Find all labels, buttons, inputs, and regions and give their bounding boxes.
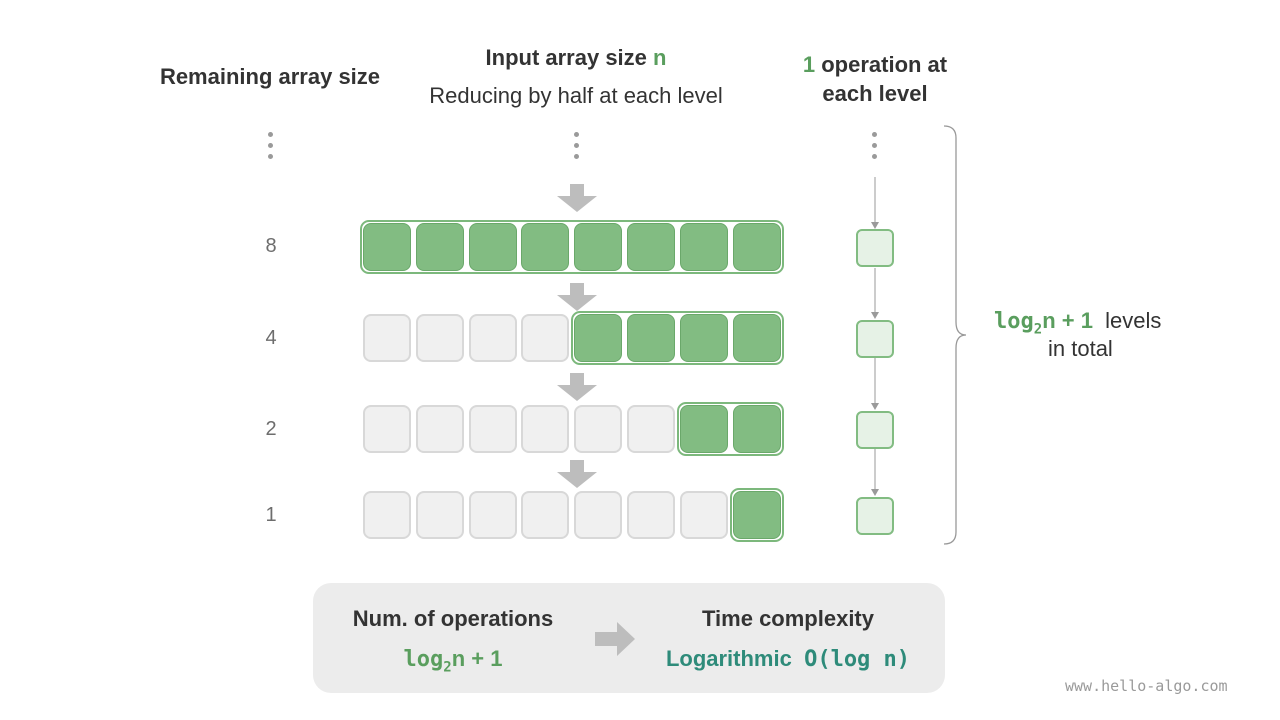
array-cell-discarded: [521, 314, 570, 362]
operations-label-line1: operation at: [815, 52, 948, 77]
array-cell-active: [732, 405, 781, 453]
ellipsis-right: [872, 132, 878, 165]
down-arrow-icon: [557, 460, 597, 488]
levels-expression: n + 1: [1042, 308, 1093, 333]
array-cell-active: [363, 223, 411, 271]
array-cell-discarded: [627, 491, 675, 539]
array-cell-active: [732, 491, 781, 539]
array-cell-active: [627, 223, 675, 271]
array-cell-discarded: [574, 491, 623, 539]
array-cell-active: [468, 223, 517, 271]
big-o-notation: O(log n): [804, 647, 911, 672]
levels-brace: [943, 125, 967, 545]
array-cell-active: [732, 314, 781, 362]
array-cell-active: [521, 223, 570, 271]
down-arrow-icon: [557, 283, 597, 311]
operations-count: 1: [802, 52, 816, 77]
right-arrow-icon: [595, 622, 635, 656]
input-size-header: Input array size n: [426, 45, 726, 71]
array-cell-discarded: [521, 491, 570, 539]
row-label-size: 4: [265, 327, 277, 349]
time-complexity-value: Logarithmic O(log n): [653, 646, 923, 672]
levels-total-line2: in total: [1048, 336, 1113, 361]
row-label-size: 1: [265, 504, 277, 526]
ellipsis-left: [268, 132, 274, 165]
array-cell-active: [732, 223, 781, 271]
down-arrow-icon: [557, 373, 597, 401]
ellipsis-middle: [574, 132, 580, 165]
down-arrow-icon: [557, 184, 597, 212]
array-cell-discarded: [468, 491, 517, 539]
num-operations-title: Num. of operations: [352, 606, 554, 631]
input-size-n: n: [653, 45, 667, 70]
operations-header: 1 operation at each level: [780, 50, 970, 108]
array-cell-active: [574, 223, 623, 271]
operations-connector: [871, 177, 879, 496]
array-cell-discarded: [627, 405, 675, 453]
num-operations-value: log2n + 1: [333, 646, 573, 675]
array-cell-active: [679, 405, 728, 453]
array-cell-discarded: [679, 491, 728, 539]
array-cell-discarded: [415, 314, 464, 362]
array-cell-active: [574, 314, 623, 362]
ops-expression: n + 1: [451, 646, 503, 671]
array-cell-discarded: [415, 491, 464, 539]
time-complexity-word: Logarithmic: [665, 646, 792, 671]
summary-panel: Num. of operations log2n + 1 Time comple…: [313, 583, 945, 693]
array-cell-discarded: [363, 491, 411, 539]
input-size-subheader: Reducing by half at each level: [429, 83, 723, 108]
array-cell-active: [679, 223, 728, 271]
array-cell-discarded: [363, 314, 411, 362]
array-cell-active: [415, 223, 464, 271]
ops-log-base: 2: [443, 659, 452, 676]
operation-box: [856, 229, 894, 267]
array-cell-active: [627, 314, 675, 362]
watermark: www.hello-algo.com: [1065, 677, 1228, 695]
array-cell-discarded: [363, 405, 411, 453]
time-complexity-title: Time complexity: [702, 606, 874, 631]
operations-label-line2: each level: [822, 81, 928, 106]
operation-box: [856, 411, 894, 449]
levels-total-label: log2n + 1 levels: [994, 306, 1194, 344]
array-cell-active: [679, 314, 728, 362]
array-cell-discarded: [521, 405, 570, 453]
array-cell-discarded: [468, 405, 517, 453]
operation-box: [856, 497, 894, 535]
levels-word: levels: [1105, 308, 1162, 333]
levels-log: log: [994, 309, 1034, 334]
operation-box: [856, 320, 894, 358]
row-label-size: 8: [265, 235, 277, 257]
ops-log: log: [403, 647, 444, 672]
row-label-size: 2: [265, 418, 277, 440]
levels-log-base: 2: [1033, 321, 1043, 338]
remaining-size-header: Remaining array size: [159, 64, 381, 89]
array-cell-discarded: [574, 405, 623, 453]
array-cell-discarded: [415, 405, 464, 453]
input-size-label: Input array size: [485, 45, 654, 70]
array-cell-discarded: [468, 314, 517, 362]
